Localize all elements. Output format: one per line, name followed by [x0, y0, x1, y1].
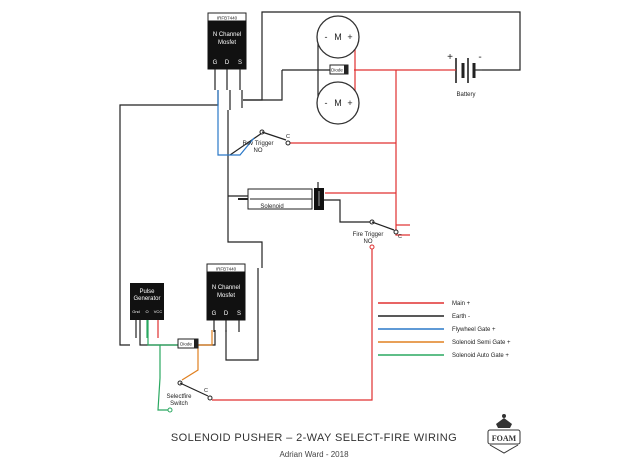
legend-label: Main +	[452, 301, 471, 307]
legend-label: Earth -	[452, 314, 470, 320]
foam-logo-text: FOAM	[492, 434, 517, 443]
mosfet-bottom-label-2: Mosfet	[217, 293, 235, 299]
motor-bottom-name: M	[334, 98, 342, 108]
legend: Main + Earth - Flywheel Gate + Solenoid Sem…	[378, 301, 511, 359]
pulse-gen-pin-vcc: VCC	[154, 309, 163, 314]
battery-plus: +	[447, 52, 453, 63]
battery-minus: -	[478, 52, 481, 63]
flywheel-gate-wire	[217, 90, 255, 156]
pulse-diode: Diode	[177, 338, 199, 349]
rev-trigger: C Rev Trigger NO	[242, 129, 291, 154]
motor-top-name: M	[334, 32, 342, 42]
mosfet-top-label-1: N Channel	[213, 32, 241, 38]
pulse-gen-label-2: Generator	[133, 296, 160, 302]
diagram-author: Adrian Ward - 2018	[279, 450, 349, 459]
battery: + - Battery	[440, 52, 482, 98]
mosfet-top: IRFB7440 N Channel Mosfet G D S	[207, 12, 247, 90]
pulse-gen-label-1: Pulse	[139, 289, 155, 295]
rev-trigger-no: NO	[254, 148, 263, 154]
legend-label: Flywheel Gate +	[452, 327, 496, 333]
motor-diode-label: Diode	[331, 68, 343, 73]
solenoid: Solenoid	[238, 188, 324, 210]
fire-trigger-label: Fire Trigger	[353, 232, 384, 238]
selectfire-common: C	[204, 388, 208, 394]
battery-label: Battery	[456, 92, 475, 98]
mosfet-bottom-pin-s: S	[237, 311, 241, 317]
solenoid-semi-gate-wire	[181, 330, 213, 381]
mosfet-bottom-pin-d: D	[224, 311, 229, 317]
motor-bottom-pos: +	[347, 98, 352, 108]
motor-top-pos: +	[347, 32, 352, 42]
motor-bottom: - M +	[316, 81, 360, 125]
fire-trigger: C Fire Trigger NO	[353, 219, 402, 250]
solenoid-auto-gate-wire	[147, 320, 170, 411]
mosfet-bottom-label-1: N Channel	[212, 285, 240, 291]
legend-label: Solenoid Semi Gate +	[452, 340, 511, 346]
pulse-diode-label: Diode	[180, 342, 192, 347]
selectfire-label-2: Switch	[170, 401, 188, 407]
mosfet-top-label-2: Mosfet	[218, 40, 236, 46]
pulse-generator: Pulse Generator Gnd O VCC	[130, 283, 164, 338]
selectfire-switch: C Selectfire Switch	[166, 380, 213, 413]
mosfet-bottom: IRFB7440 N Channel Mosfet G D S	[206, 263, 246, 332]
selectfire-label-1: Selectfire	[166, 394, 192, 400]
pulse-gen-pin-gnd: Gnd	[132, 309, 140, 314]
foam-logo: FOAM	[487, 414, 521, 454]
mosfet-bottom-pin-g: G	[212, 311, 217, 317]
mosfet-bottom-tag: IRFB7440	[216, 267, 237, 272]
solenoid-label: Solenoid	[260, 204, 283, 210]
fire-trigger-common: C	[398, 234, 402, 240]
pulse-gen-pin-out: O	[145, 309, 148, 314]
diagram-title: SOLENOID PUSHER – 2-WAY SELECT-FIRE WIRI…	[171, 432, 457, 444]
mosfet-top-tag: IRFB7440	[217, 16, 238, 21]
mosfet-top-pin-s: S	[238, 60, 242, 66]
motor-top: - M +	[316, 15, 360, 59]
mosfet-top-pin-g: G	[213, 60, 218, 66]
rev-trigger-common: C	[286, 134, 290, 140]
mosfet-top-pin-d: D	[225, 60, 230, 66]
motor-top-neg: -	[325, 32, 328, 42]
motor-diode: Diode	[329, 64, 349, 75]
motor-bottom-neg: -	[325, 98, 328, 108]
legend-label: Solenoid Auto Gate +	[452, 353, 509, 359]
earth-wires	[119, 11, 521, 361]
fire-trigger-no: NO	[364, 239, 373, 245]
rev-trigger-label: Rev Trigger	[242, 141, 273, 147]
